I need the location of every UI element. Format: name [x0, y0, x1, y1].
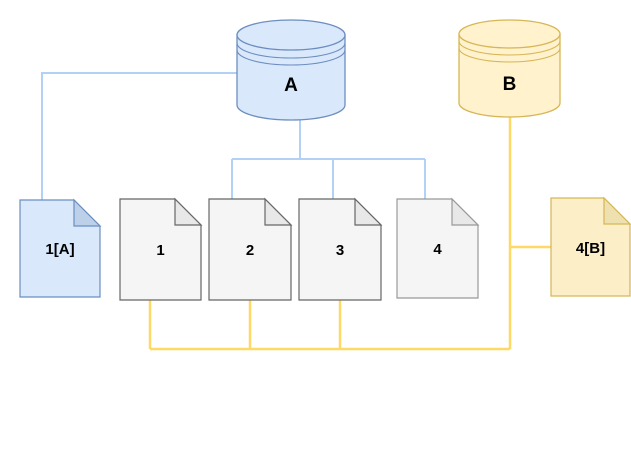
cylinder-a-ring-2	[236, 49, 346, 66]
node-document-1a[interactable]	[19, 198, 102, 298]
cylinder-b-ring-1	[458, 40, 561, 56]
doc-4b-fold	[603, 196, 631, 225]
edge-group-blue	[41, 72, 426, 200]
node-document-2[interactable]	[208, 197, 293, 301]
doc-3-fold	[354, 197, 383, 226]
cylinder-b-ring-2	[458, 47, 561, 63]
doc-1-fold	[174, 197, 203, 226]
node-cylinder-a[interactable]	[236, 19, 346, 121]
doc-4-fold	[451, 197, 480, 226]
node-document-4b[interactable]	[550, 196, 631, 297]
cylinder-b-body	[458, 33, 561, 118]
cylinder-a-ring-1	[236, 42, 346, 59]
cylinder-b-top	[458, 19, 561, 49]
doc-2-fold	[264, 197, 293, 226]
node-cylinder-b[interactable]	[458, 19, 561, 118]
cylinder-a-top	[236, 19, 346, 51]
node-document-3[interactable]	[298, 197, 383, 301]
edge-group-yellow	[148, 117, 551, 351]
doc-1a-fold	[73, 198, 102, 227]
node-document-4[interactable]	[396, 197, 480, 299]
edge-a-to-doc1a[interactable]	[41, 72, 237, 200]
node-document-1[interactable]	[119, 197, 203, 301]
